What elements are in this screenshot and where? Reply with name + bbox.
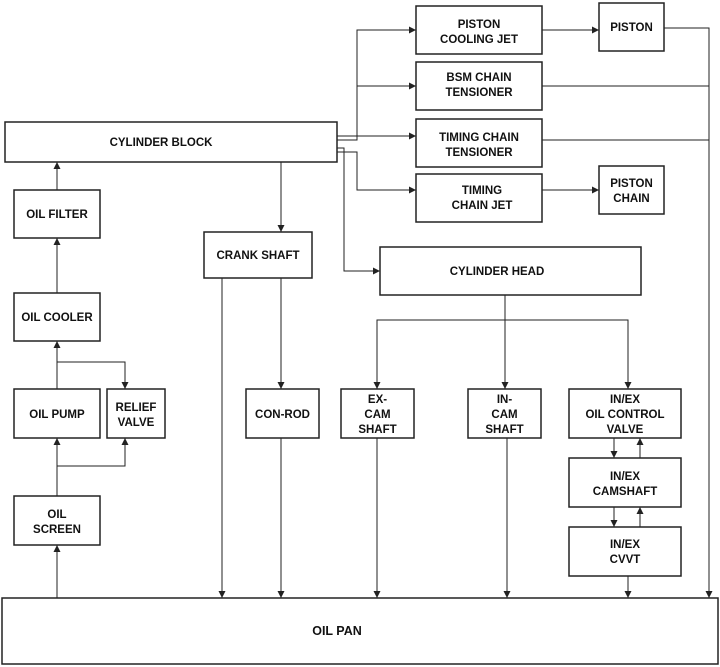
node-label: OIL PAN: [312, 624, 362, 638]
node-label: IN/EX: [610, 471, 640, 483]
node-label: COOLING JET: [440, 34, 518, 46]
node-label: OIL: [47, 509, 66, 521]
node-oil-pan: OIL PAN: [1, 597, 719, 665]
arrow-screen-to-relief: [57, 438, 129, 467]
node-in-cam-shaft: IN- CAM SHAFT: [467, 388, 542, 439]
node-label: CVVT: [610, 554, 641, 566]
arrow-block-to-timing-jet: [337, 151, 416, 194]
node-oil-filter: OIL FILTER: [13, 189, 101, 239]
node-label: CRANK SHAFT: [216, 250, 299, 262]
node-ex-cam-shaft: EX- CAM SHAFT: [340, 388, 415, 439]
node-label: SHAFT: [358, 424, 396, 436]
line-piston-return: [664, 27, 713, 598]
node-label: CAM: [364, 409, 390, 421]
arrow-block-to-piston-jet: [337, 26, 416, 141]
node-label: PISTON: [458, 19, 501, 31]
node-bsm-chain-tensioner: BSM CHAIN TENSIONER: [415, 61, 543, 111]
arrow-pump-to-relief: [57, 361, 129, 389]
node-oil-pump: OIL PUMP: [13, 388, 101, 439]
node-label: VALVE: [118, 417, 155, 429]
node-piston-chain: PISTON CHAIN: [598, 165, 665, 215]
node-label: CON-ROD: [255, 409, 310, 421]
node-label: TENSIONER: [445, 87, 513, 99]
node-cylinder-block: CYLINDER BLOCK: [4, 121, 338, 163]
node-label: SHAFT: [485, 424, 523, 436]
node-label: TENSIONER: [445, 147, 513, 159]
node-cylinder-head: CYLINDER HEAD: [379, 246, 642, 296]
node-label: IN/EX: [610, 539, 640, 551]
node-label: IN-: [497, 394, 513, 406]
arrow-block-to-head: [337, 147, 380, 275]
node-label: EX-: [368, 394, 387, 406]
node-label: OIL CONTROL: [585, 409, 664, 421]
node-label: VALVE: [607, 424, 644, 436]
node-label: OIL COOLER: [21, 312, 93, 324]
connectors: [53, 26, 713, 598]
arrow-head-to-ocv: [505, 319, 632, 389]
node-label: PISTON: [610, 178, 653, 190]
node-oil-control-valve: IN/EX OIL CONTROL VALVE: [568, 388, 682, 439]
node-timing-chain-jet: TIMING CHAIN JET: [415, 173, 543, 223]
node-label: OIL FILTER: [26, 209, 88, 221]
node-relief-valve: RELIEF VALVE: [106, 388, 166, 439]
node-timing-chain-tensioner: TIMING CHAIN TENSIONER: [415, 118, 543, 168]
node-oil-cooler: OIL COOLER: [13, 292, 101, 342]
node-label: CYLINDER HEAD: [450, 266, 545, 278]
node-camshaft: IN/EX CAMSHAFT: [568, 457, 682, 508]
node-label: RELIEF: [116, 402, 157, 414]
node-label: PISTON: [610, 22, 653, 34]
node-cvvt: IN/EX CVVT: [568, 526, 682, 577]
node-label: TIMING CHAIN: [439, 132, 519, 144]
node-piston: PISTON: [598, 2, 665, 52]
node-label: TIMING: [462, 185, 502, 197]
node-con-rod: CON-ROD: [245, 388, 320, 439]
node-label: IN/EX: [610, 394, 640, 406]
node-oil-screen: OIL SCREEN: [13, 495, 101, 546]
node-label: CHAIN JET: [452, 200, 513, 212]
node-label: SCREEN: [33, 524, 81, 536]
node-label: BSM CHAIN: [446, 72, 511, 84]
node-label: CAM: [491, 409, 517, 421]
line-head-split: [373, 295, 506, 389]
node-label: CHAIN: [613, 193, 649, 205]
node-label: OIL PUMP: [29, 409, 85, 421]
node-crank-shaft: CRANK SHAFT: [203, 231, 313, 279]
node-piston-cooling-jet: PISTON COOLING JET: [415, 5, 543, 55]
node-label: CYLINDER BLOCK: [110, 137, 214, 149]
node-label: CAMSHAFT: [593, 486, 658, 498]
